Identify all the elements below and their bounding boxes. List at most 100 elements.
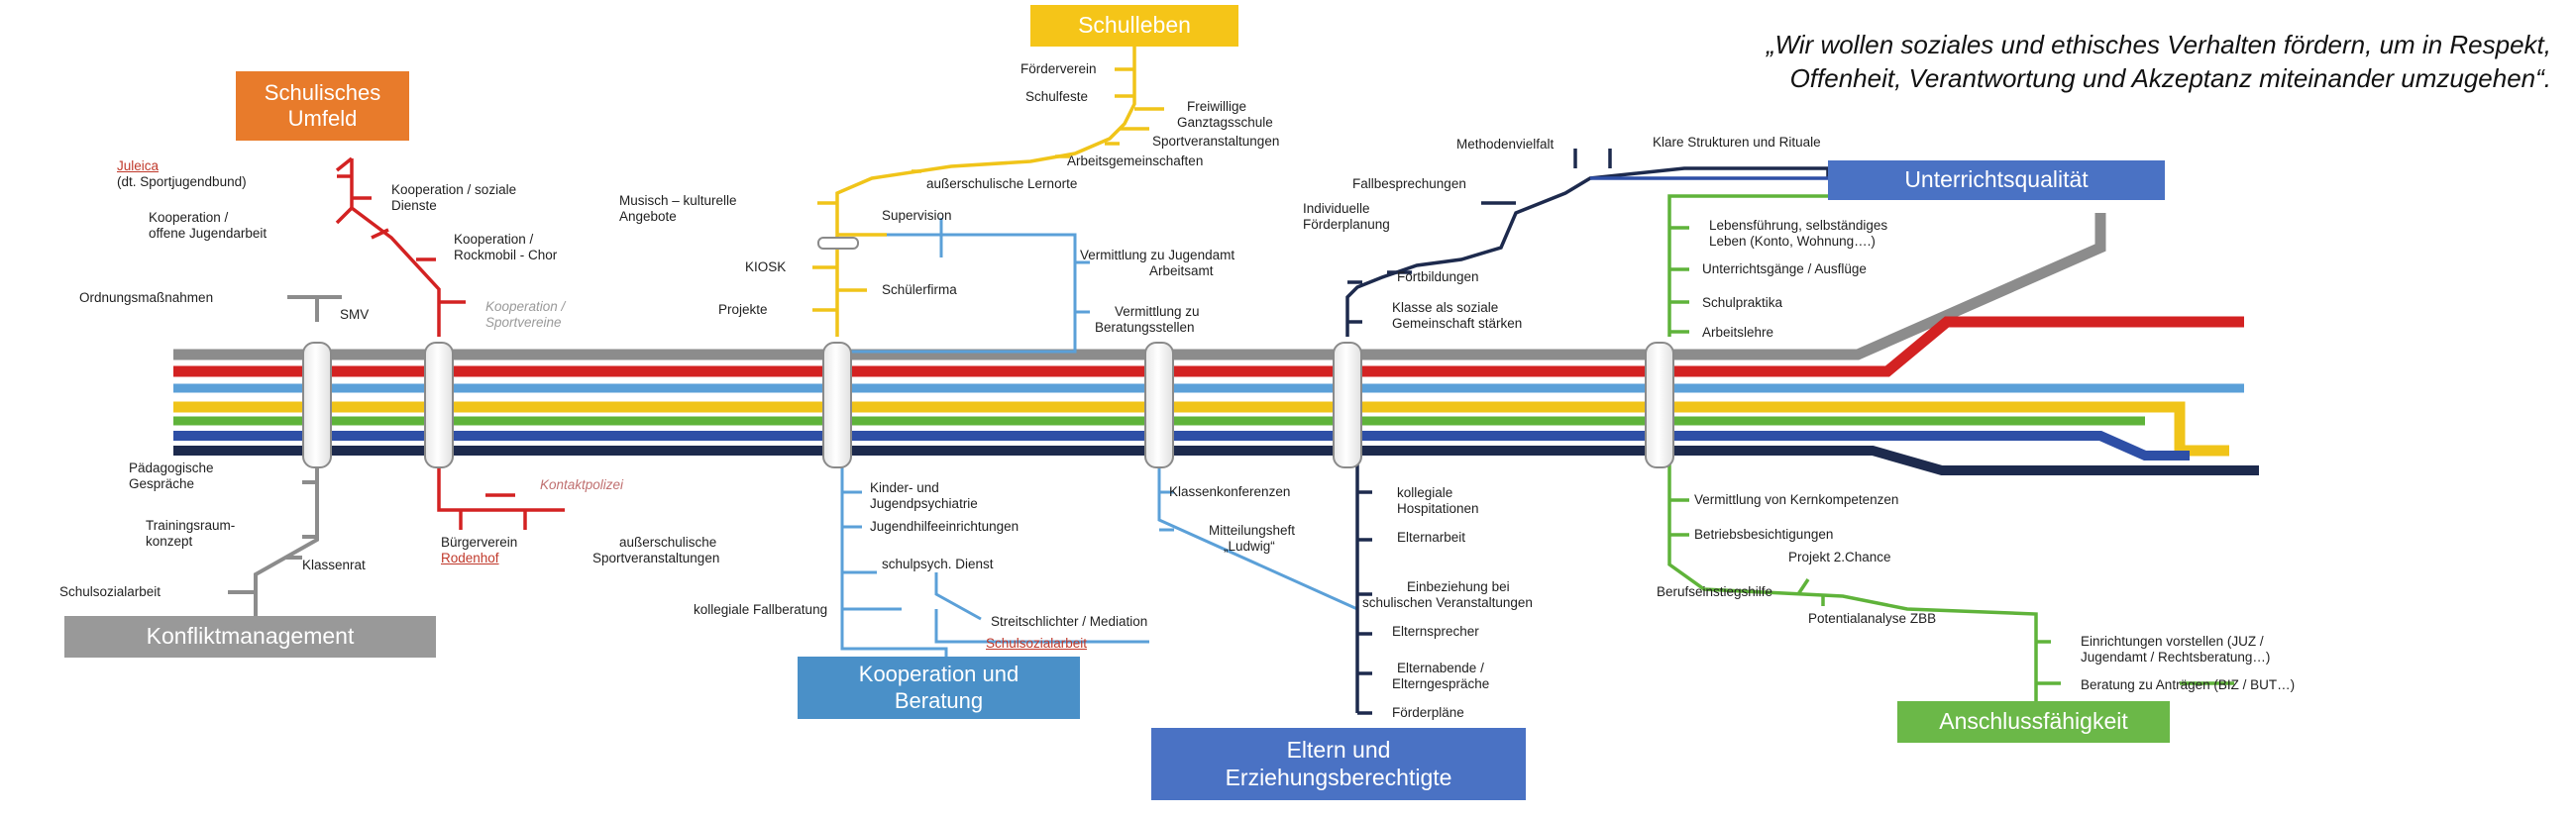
label-einbeziehung-1: Einbeziehung bei bbox=[1407, 579, 1510, 594]
label-schulsozialarbeit-2: Schulsozialarbeit bbox=[986, 636, 1088, 651]
label-koop-sport-2: Sportvereine bbox=[485, 315, 562, 330]
label-jugendhilfe: Jugendhilfeeinrichtungen bbox=[870, 519, 1020, 534]
label-mitteilung-1: Mitteilungsheft bbox=[1209, 523, 1296, 538]
label-kinder-1: Kinder- und bbox=[870, 480, 939, 495]
station-cylinder-beratung bbox=[1144, 342, 1174, 468]
label-elternarbeit: Elternarbeit bbox=[1397, 530, 1466, 545]
label-einbeziehung-2: schulischen Veranstaltungen bbox=[1362, 595, 1533, 610]
label-potentialanalyse: Potentialanalyse ZBB bbox=[1808, 611, 1937, 626]
label-projekte: Projekte bbox=[718, 302, 768, 317]
label-schulpsych: schulpsych. Dienst bbox=[882, 557, 994, 571]
label-koop-rock-2: Rockmobil - Chor bbox=[454, 248, 558, 262]
label-einrichtungen-1: Einrichtungen vorstellen (JUZ / bbox=[2081, 634, 2264, 649]
label-juleica: Juleica bbox=[117, 158, 160, 173]
mission-quote: „Wir wollen soziales und ethisches Verha… bbox=[1767, 28, 2551, 95]
label-unterrichtsgaenge: Unterrichtsgänge / Ausflüge bbox=[1702, 261, 1867, 276]
station-cylinder-eltern bbox=[1333, 342, 1362, 468]
station-box-schulleben: Schulleben bbox=[1030, 5, 1238, 47]
station-box-anschlussfaehigkeit: Anschlussfähigkeit bbox=[1897, 701, 2170, 743]
yellow-junction-cylinder bbox=[817, 237, 859, 250]
navy-branch bbox=[1345, 149, 1830, 715]
line-dark-navy bbox=[173, 446, 2259, 475]
label-koop-offene-1: Kooperation / bbox=[149, 210, 229, 225]
quote-line-1: „Wir wollen soziales und ethisches Verha… bbox=[1766, 30, 2551, 59]
label-elternabende-2: Elterngespräche bbox=[1392, 676, 1490, 691]
label-verm-berat-1: Vermittlung zu bbox=[1115, 304, 1200, 319]
label-schulfeste: Schulfeste bbox=[1025, 89, 1089, 104]
label-smv: SMV bbox=[340, 307, 370, 322]
label-schulpraktika: Schulpraktika bbox=[1702, 295, 1783, 310]
label-methodenvielfalt: Methodenvielfalt bbox=[1456, 137, 1555, 152]
label-elternsprecher: Elternsprecher bbox=[1392, 624, 1479, 639]
label-ganztag-2: Ganztagsschule bbox=[1177, 115, 1273, 130]
label-paed-1: Pädagogische bbox=[129, 461, 214, 475]
label-mitteilung-2: „Ludwig“ bbox=[1224, 539, 1275, 554]
station-box-unterrichtsqualitaet: Unterrichtsqualität bbox=[1828, 160, 2165, 200]
label-streitschlichter: Streitschlichter / Mediation bbox=[991, 614, 1148, 629]
label-klassenrat: Klassenrat bbox=[302, 558, 366, 572]
label-koop-soziale-1: Kooperation / soziale bbox=[391, 182, 517, 197]
station-cylinder-schulleben bbox=[822, 342, 852, 468]
red-branch bbox=[335, 156, 565, 530]
label-ausser-sport-1: außerschulische bbox=[619, 535, 717, 550]
label-verm-berat-2: Beratungsstellen bbox=[1095, 320, 1195, 335]
label-buergerverein-1: Bürgerverein bbox=[441, 535, 518, 550]
label-kernkompetenzen: Vermittlung von Kernkompetenzen bbox=[1694, 492, 1899, 507]
label-individuelle-2: Förderplanung bbox=[1303, 217, 1390, 232]
label-koop-soziale-2: Dienste bbox=[391, 198, 437, 213]
label-koop-offene-2: offene Jugendarbeit bbox=[149, 226, 268, 241]
station-box-kooperation-beratung: Kooperation und Beratung bbox=[798, 657, 1080, 719]
label-schuelerfirma: Schülerfirma bbox=[882, 282, 957, 297]
label-musisch-1: Musisch – kulturelle bbox=[619, 193, 737, 208]
label-lernorte: außerschulische Lernorte bbox=[926, 176, 1078, 191]
label-schulsozialarbeit: Schulsozialarbeit bbox=[59, 584, 161, 599]
label-ausser-sport-2: Sportveranstaltungen bbox=[592, 551, 720, 565]
station-box-konfliktmanagement: Konfliktmanagement bbox=[64, 616, 436, 658]
label-fallberatung: kollegiale Fallberatung bbox=[694, 602, 828, 617]
label-ganztag-1: Freiwillige bbox=[1187, 99, 1247, 114]
label-lebensfuehrung-2: Leben (Konto, Wohnung….) bbox=[1709, 234, 1876, 249]
gray-branch bbox=[228, 295, 342, 619]
light-blue-branches bbox=[840, 218, 1358, 659]
label-buergerverein-2: Rodenhof bbox=[441, 551, 499, 565]
label-supervision: Supervision bbox=[882, 208, 952, 223]
label-individuelle-1: Individuelle bbox=[1303, 201, 1370, 216]
label-arbeitsgemeinschaften: Arbeitsgemeinschaften bbox=[1067, 154, 1204, 168]
label-training-1: Trainingsraum- bbox=[146, 518, 236, 533]
station-box-eltern: Eltern und Erziehungsberechtigte bbox=[1151, 728, 1526, 800]
label-fallbesprechungen: Fallbesprechungen bbox=[1352, 176, 1466, 191]
label-verm-jugend-1: Vermittlung zu Jugendamt bbox=[1080, 248, 1235, 262]
label-projekt-2-chance: Projekt 2.Chance bbox=[1788, 550, 1891, 564]
station-cylinder-kooperation bbox=[424, 342, 454, 468]
quote-line-2: Offenheit, Verantwortung und Akzeptanz m… bbox=[1789, 63, 2551, 93]
label-hospitationen-2: Hospitationen bbox=[1397, 501, 1479, 516]
label-foerderverein: Förderverein bbox=[1020, 61, 1097, 76]
label-antraege: Beratung zu Anträgen (BIZ / BUT…) bbox=[2081, 677, 2296, 692]
label-lebensfuehrung-1: Lebensführung, selbständiges bbox=[1709, 218, 1888, 233]
label-foerderplaene: Förderpläne bbox=[1392, 705, 1464, 720]
line-blue bbox=[173, 431, 2190, 461]
label-kontaktpolizei: Kontaktpolizei bbox=[540, 477, 624, 492]
station-cylinder-smv bbox=[302, 342, 332, 468]
label-koop-sport-1: Kooperation / bbox=[485, 299, 566, 314]
label-einrichtungen-2: Jugendamt / Rechtsberatung…) bbox=[2081, 650, 2271, 665]
line-gray bbox=[173, 213, 2106, 360]
label-betriebsbesichtigungen: Betriebsbesichtigungen bbox=[1694, 527, 1834, 542]
label-arbeitslehre: Arbeitslehre bbox=[1702, 325, 1774, 340]
label-fortbildungen: Fortbildungen bbox=[1397, 269, 1479, 284]
label-hospitationen-1: kollegiale bbox=[1397, 485, 1453, 500]
label-kiosk: KIOSK bbox=[745, 259, 787, 274]
line-yellow bbox=[173, 401, 2229, 457]
station-box-schulisches-umfeld: Schulisches Umfeld bbox=[236, 71, 409, 141]
label-berufseinstiegshilfe: Berufseinstiegshilfe bbox=[1657, 584, 1773, 599]
label-koop-rock-1: Kooperation / bbox=[454, 232, 534, 247]
label-ordnung: Ordnungsmaßnahmen bbox=[79, 290, 214, 305]
line-red bbox=[173, 316, 2244, 377]
label-klasse-sozial-2: Gemeinschaft stärken bbox=[1392, 316, 1523, 331]
label-training-2: konzept bbox=[146, 534, 193, 549]
label-elternabende-1: Elternabende / bbox=[1397, 661, 1484, 675]
label-juleica-sub: (dt. Sportjugendbund) bbox=[117, 174, 247, 189]
label-verm-jugend-2: Arbeitsamt bbox=[1149, 263, 1214, 278]
green-branch bbox=[1667, 194, 2234, 703]
label-kinder-2: Jugendpsychiatrie bbox=[870, 496, 978, 511]
